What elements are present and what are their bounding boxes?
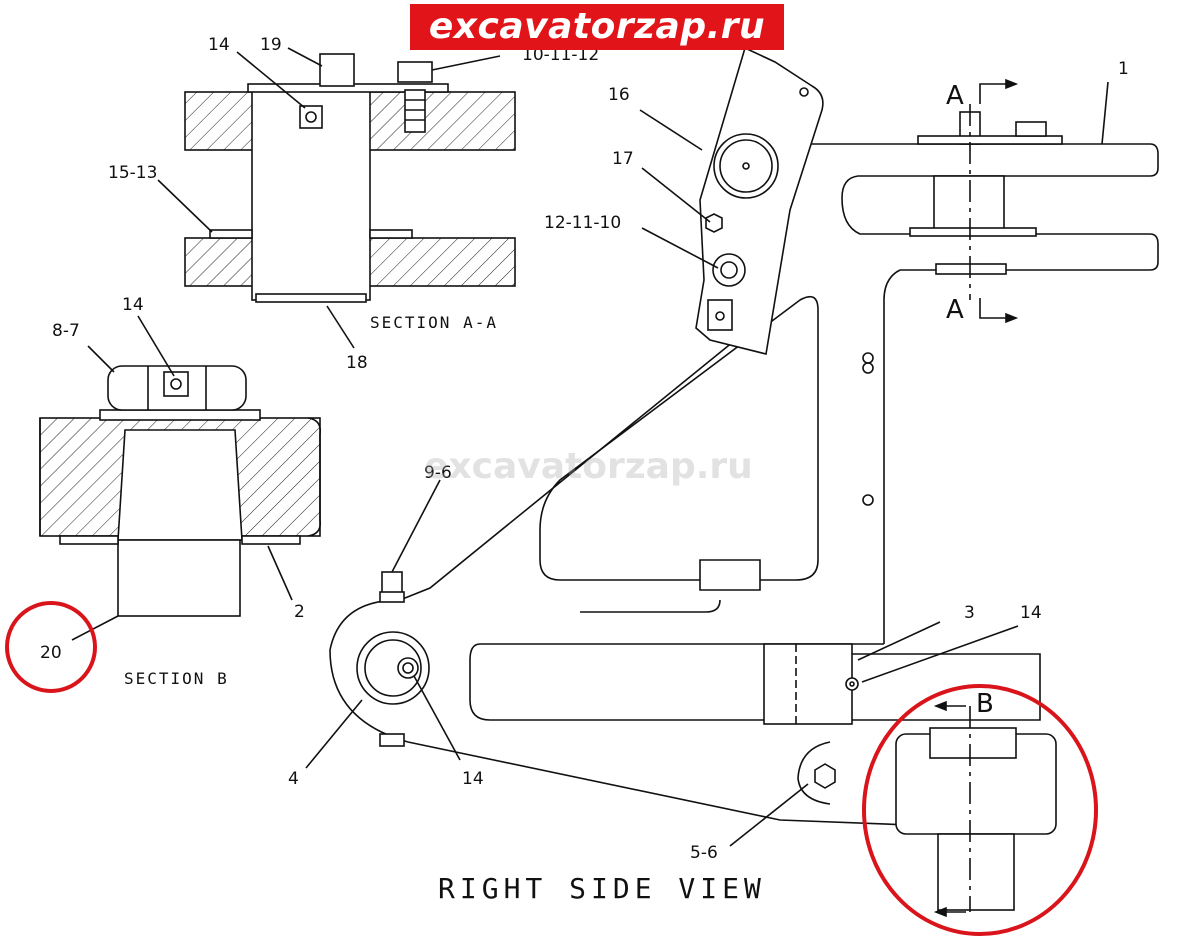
right-side-view-drawing [305,46,1159,918]
label-14-section-b: 14 [122,295,144,315]
label-10-11-12: 10-11-12 [522,45,599,65]
section-b-title: SECTION B [124,669,229,688]
label-19: 19 [260,35,282,55]
label-14-right-upper: 14 [1020,603,1042,623]
label-5-6: 5-6 [690,843,718,863]
label-14-pivot: 14 [462,769,484,789]
highlight-circle-20 [5,601,97,693]
label-9-6: 9-6 [424,463,452,483]
label-20: 20 [40,643,62,663]
label-8-7: 8-7 [52,321,80,341]
label-1: 1 [1118,59,1129,79]
section-a-a-drawing [157,47,516,349]
label-3: 3 [964,603,975,623]
highlight-circle-section-b [862,684,1098,936]
section-marker-a-bottom: A [946,295,964,325]
label-12-11-10: 12-11-10 [544,213,621,233]
label-16: 16 [608,85,630,105]
label-4: 4 [288,769,299,789]
section-marker-b: B [976,689,994,719]
label-15-13: 15-13 [108,163,157,183]
section-b-drawing [39,315,322,641]
view-title: RIGHT SIDE VIEW [438,872,766,905]
label-18: 18 [346,353,368,373]
label-14-section-a: 14 [208,35,230,55]
watermark-banner: excavatorzap.ru [410,4,784,50]
label-2: 2 [294,602,305,622]
section-marker-a-top: A [946,81,964,111]
label-17: 17 [612,149,634,169]
section-a-a-title: SECTION A-A [370,313,498,332]
watermark-center: excavatorzap.ru [424,446,753,487]
